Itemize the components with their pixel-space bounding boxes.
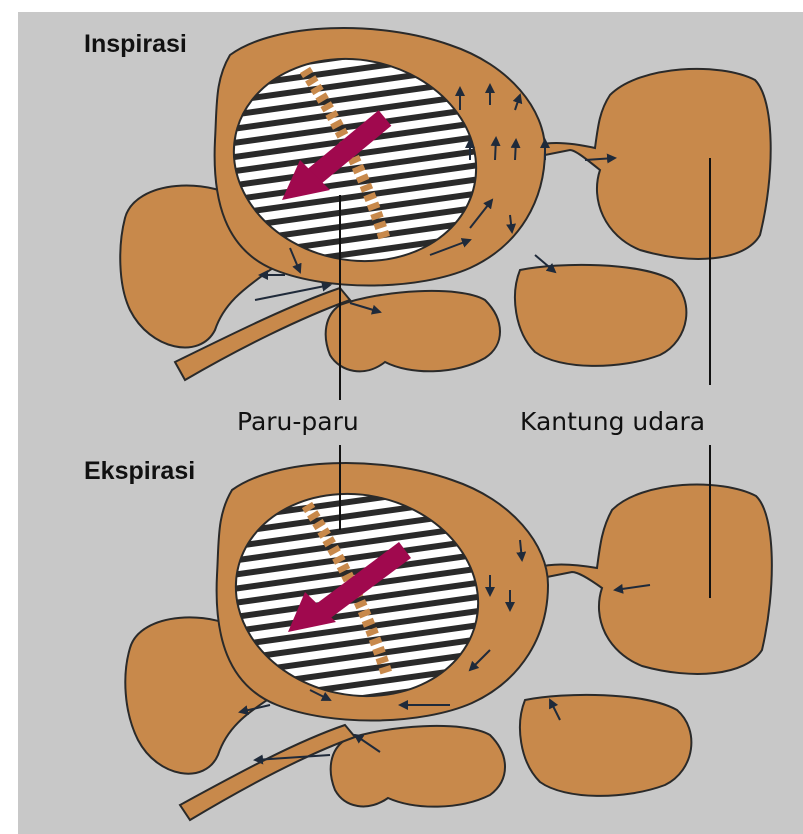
lung-label: Paru-paru <box>237 407 359 436</box>
air-sac-label: Kantung udara <box>520 407 705 436</box>
air-sac-posterior <box>515 265 686 366</box>
air-sac-posterior <box>520 695 691 796</box>
air-sac-right <box>522 484 772 673</box>
air-sac-right <box>520 69 771 259</box>
expiration-panel <box>125 463 772 820</box>
air-sac-lower <box>331 726 505 807</box>
expiration-label: Ekspirasi <box>84 457 195 485</box>
inspiration-panel <box>120 28 770 380</box>
inspiration-label: Inspirasi <box>84 30 187 58</box>
